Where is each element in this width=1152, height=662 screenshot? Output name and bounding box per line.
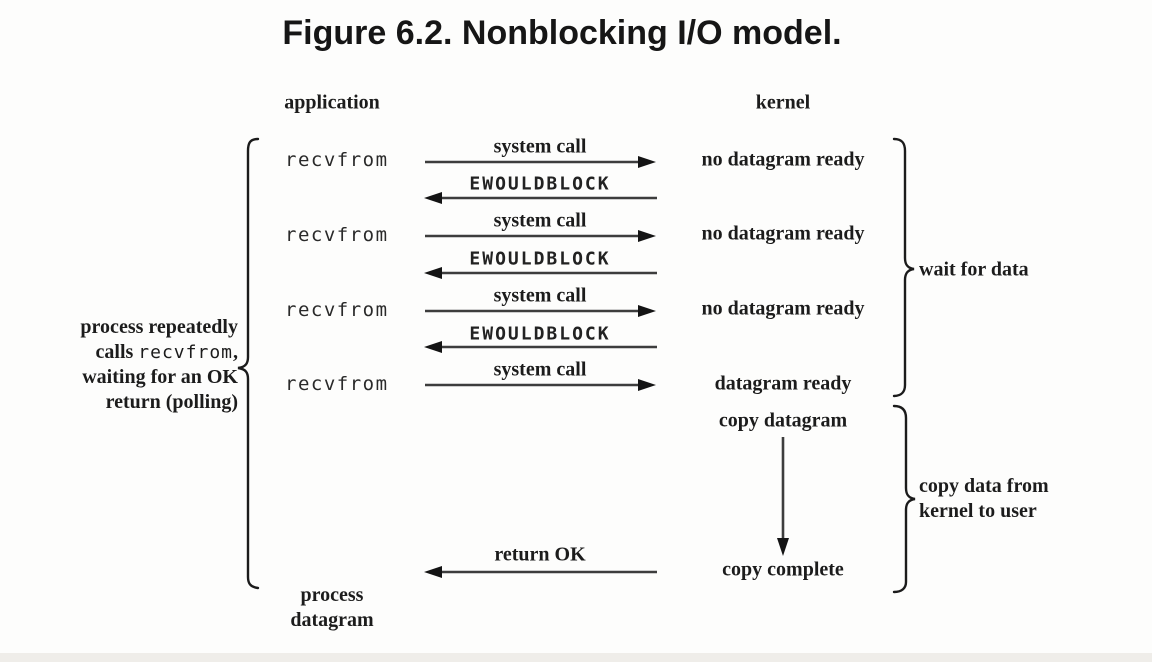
polling-note-line-3: waiting for an OK (82, 366, 238, 388)
system-call-label-2: system call (493, 209, 587, 232)
ewouldblock-arrow-3 (424, 341, 657, 353)
recvfrom-call-3: recvfrom (285, 299, 389, 321)
return-ok-label: return OK (494, 543, 586, 566)
process-datagram-line-1: process (300, 584, 364, 606)
system-call-label-4: system call (493, 358, 587, 381)
copy-datagram-label: copy datagram (718, 409, 848, 432)
recvfrom-call-4: recvfrom (285, 373, 389, 395)
polling-note-line-2: calls recvfrom, (95, 341, 238, 363)
wait-for-data-label: wait for data (919, 258, 1029, 281)
process-datagram-line-2: datagram (290, 609, 374, 631)
system-call-arrow-1 (425, 156, 656, 168)
system-call-label-1: system call (493, 135, 587, 158)
ewouldblock-label-3: EWOULDBLOCK (469, 323, 611, 345)
column-header-application: application (284, 91, 380, 114)
polling-note: process repeatedly calls recvfrom, waiti… (40, 315, 238, 415)
copy-progress-arrow (777, 437, 789, 556)
ewouldblock-arrow-2 (424, 267, 657, 279)
polling-note-line-4: return (polling) (105, 391, 238, 413)
kernel-state-4: datagram ready (714, 372, 852, 395)
left-brace (237, 137, 260, 590)
polling-note-line-1: process repeatedly (80, 316, 238, 338)
return-ok-arrow (424, 566, 657, 578)
ewouldblock-label-1: EWOULDBLOCK (469, 173, 611, 195)
copy-complete-label: copy complete (722, 558, 844, 581)
recvfrom-call-2: recvfrom (285, 224, 389, 246)
recvfrom-call-1: recvfrom (285, 149, 389, 171)
system-call-label-3: system call (493, 284, 587, 307)
kernel-state-1: no datagram ready (701, 148, 865, 171)
figure-title: Figure 6.2. Nonblocking I/O model. (282, 14, 842, 52)
kernel-state-2: no datagram ready (701, 222, 865, 245)
ewouldblock-arrow-1 (424, 192, 657, 204)
process-datagram-label: process datagram (290, 583, 373, 633)
wait-for-data-brace (892, 137, 915, 398)
system-call-arrow-4 (425, 379, 656, 391)
copy-data-label: copy data from kernel to user (919, 474, 1049, 524)
copy-data-label-line-1: copy data from (919, 475, 1049, 497)
column-header-kernel: kernel (755, 91, 811, 114)
page-bottom-bar (0, 653, 1152, 662)
copy-data-brace (892, 404, 916, 594)
system-call-arrow-2 (425, 230, 656, 242)
system-call-arrow-3 (425, 305, 656, 317)
kernel-state-3: no datagram ready (701, 297, 865, 320)
copy-data-label-line-2: kernel to user (919, 500, 1037, 522)
recvfrom-inline-code: recvfrom (138, 342, 233, 363)
ewouldblock-label-2: EWOULDBLOCK (469, 248, 611, 270)
